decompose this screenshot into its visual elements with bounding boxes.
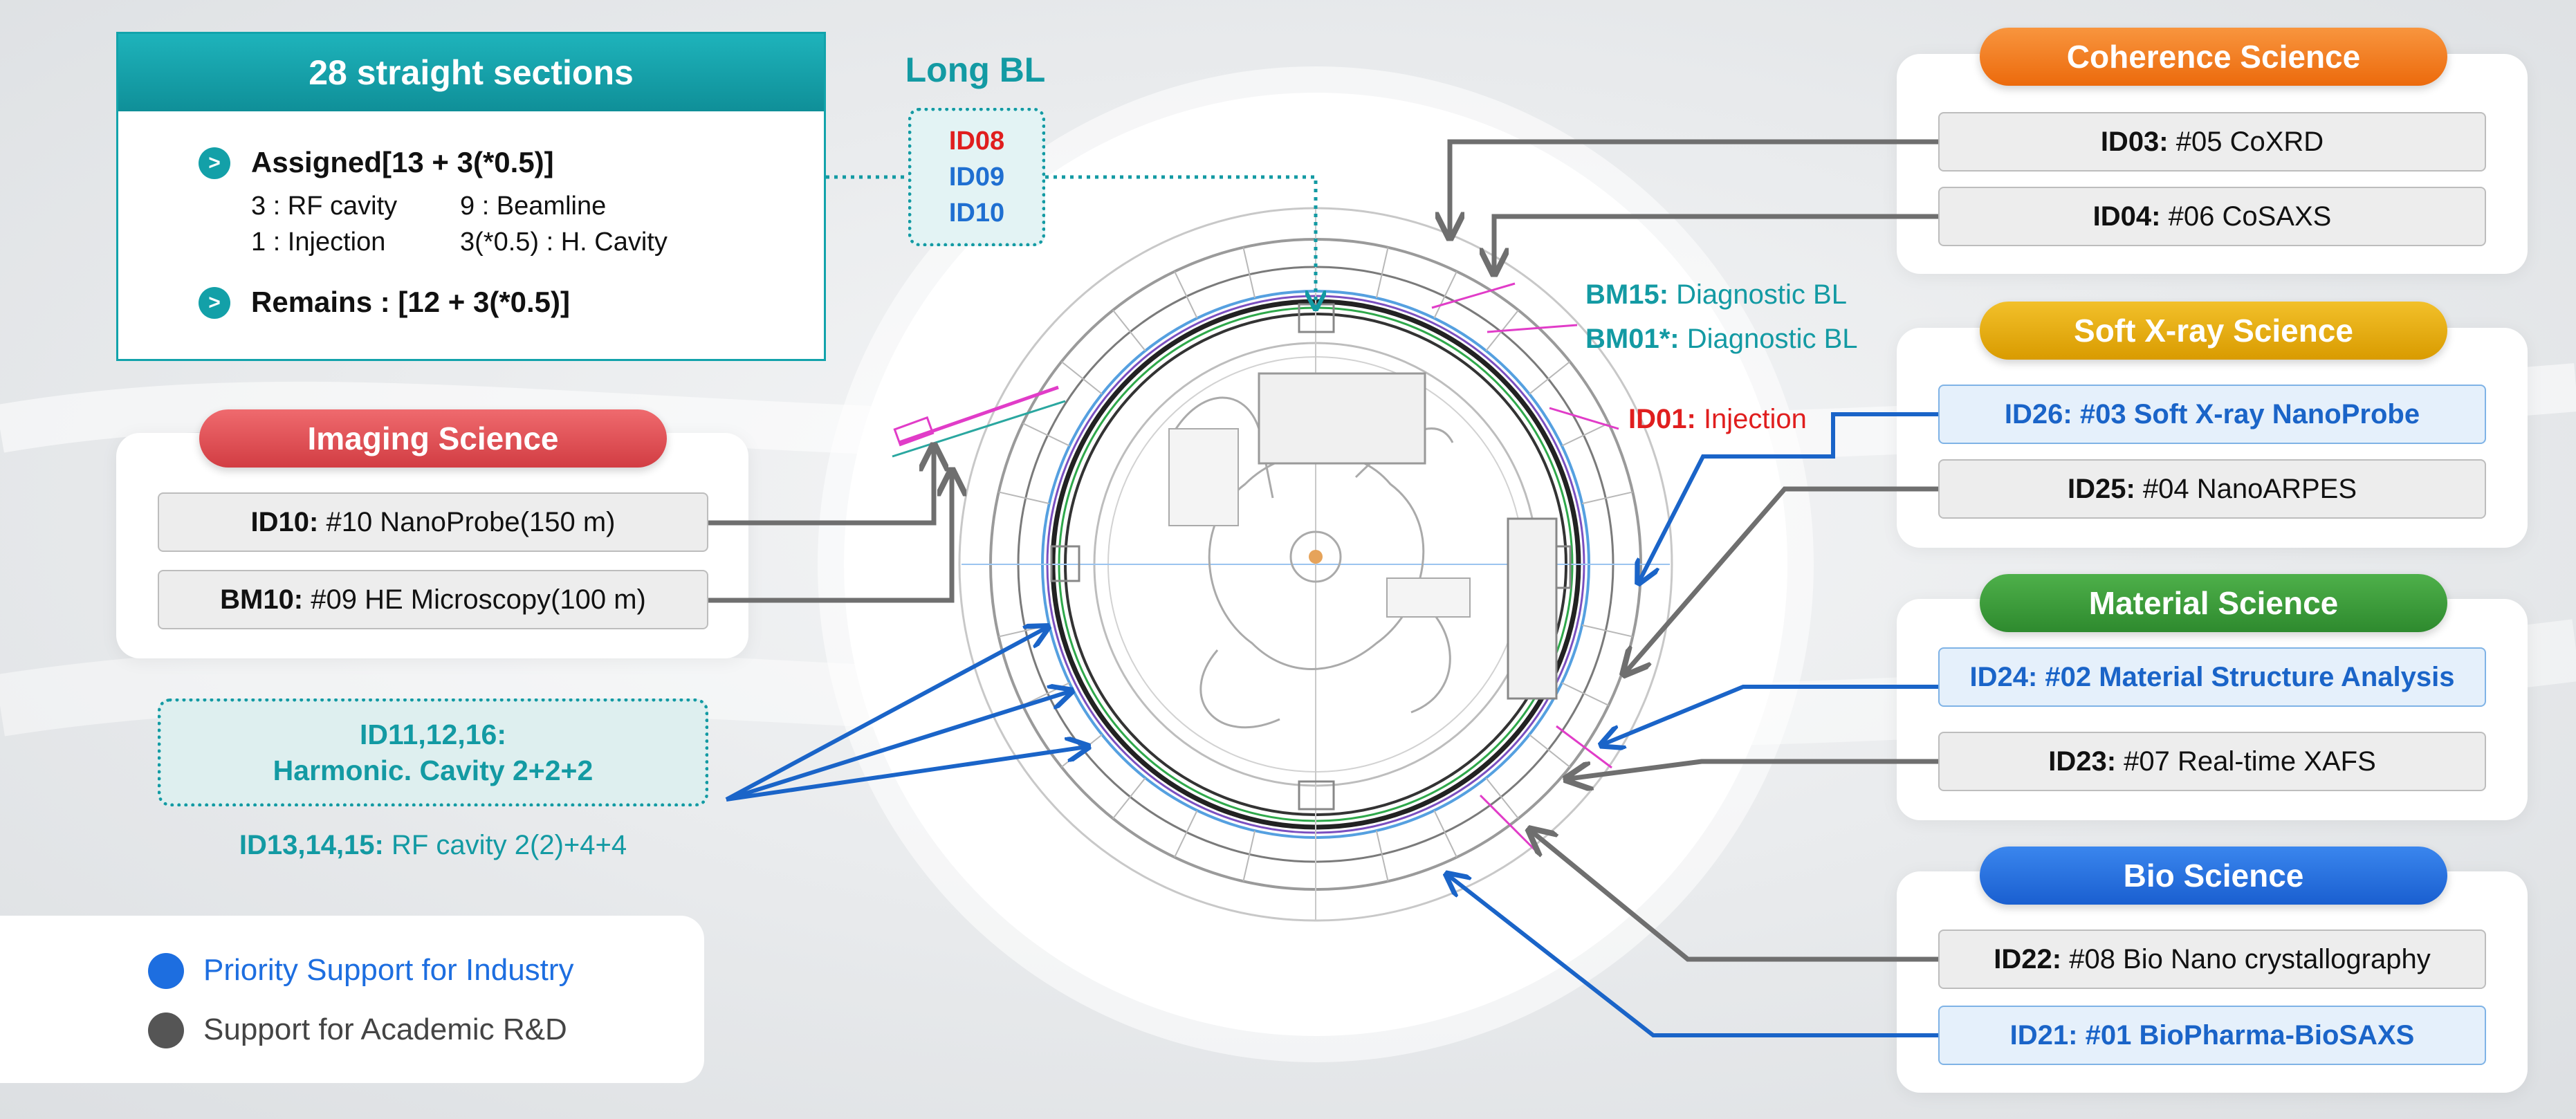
entry-text: #05 CoXRD — [2175, 126, 2324, 157]
soft-xray-entry-id25: ID25: #04 NanoARPES — [1938, 459, 2486, 519]
soft-xray-science-pill: Soft X-ray Science — [1980, 302, 2447, 360]
id01-text: Injection — [1703, 404, 1807, 434]
inner-road-south — [1199, 649, 1280, 729]
injection-line — [899, 385, 1059, 445]
linac-block — [893, 416, 935, 447]
ring-tick — [1112, 309, 1146, 351]
entry-text: #09 HE Microscopy(100 m) — [311, 584, 646, 615]
entry-code: ID10: — [250, 506, 319, 537]
entry-text: #02 Material Structure Analysis — [2045, 661, 2455, 692]
remains-heading: Remains : [12 + 3(*0.5)] — [251, 286, 571, 318]
rf-cavity-label: ID13,14,15: RF cavity 2(2)+4+4 — [158, 830, 708, 861]
chevron-right-icon: > — [199, 287, 230, 319]
ring-tick — [998, 491, 1050, 505]
beamline-cabins — [1050, 303, 1572, 811]
ring-tick — [1112, 777, 1146, 820]
rf-cavity-code: ID13,14,15: — [239, 830, 384, 860]
entry-code: ID26: — [2004, 398, 2072, 429]
ring-tick — [1375, 247, 1389, 299]
entry-text: #10 NanoProbe(150 m) — [326, 506, 616, 537]
center-plaza — [1289, 530, 1342, 583]
center-plaza-core — [1309, 550, 1323, 564]
inner-road-west — [1175, 396, 1274, 499]
imaging-science-pill: Imaging Science — [199, 409, 667, 468]
chevron-right-icon: > — [199, 147, 230, 179]
entry-code: ID03: — [2100, 126, 2169, 157]
long-bl-id09: ID09 — [948, 163, 1005, 192]
imaging-entry-id10: ID10: #10 NanoProbe(150 m) — [158, 492, 708, 552]
entry-code: ID23: — [2048, 746, 2117, 777]
entry-code: ID04: — [2092, 201, 2161, 232]
h-cavity-count: 3(*0.5) : H. Cavity — [460, 228, 668, 257]
ring-tick — [1060, 361, 1103, 395]
long-bl-id10: ID10 — [948, 198, 1005, 228]
bm15-code: BM15: — [1585, 279, 1669, 310]
ring-tick — [1485, 777, 1519, 820]
ring-tick — [1561, 682, 1609, 706]
ring-tick — [1561, 423, 1609, 447]
harmonic-cavity-box: ID11,12,16: Harmonic. Cavity 2+2+2 — [158, 699, 708, 806]
ring-tick — [1242, 830, 1256, 882]
long-bl-box: ID08 ID09 ID10 — [908, 108, 1045, 246]
bm01-code: BM01*: — [1585, 324, 1680, 354]
bio-entry-id21: ID21: #01 BioPharma-BioSAXS — [1938, 1006, 2486, 1065]
ring-tick — [1433, 271, 1457, 319]
entry-text: #08 Bio Nano crystallography — [2069, 943, 2431, 974]
harmonic-text: Harmonic. Cavity 2+2+2 — [273, 755, 594, 786]
entry-text: #04 NanoARPES — [2142, 473, 2357, 504]
long-bl-id08: ID08 — [948, 127, 1005, 156]
id01-label: ID01: Injection — [1628, 404, 1807, 435]
rf-cavity-count: 3 : RF cavity — [251, 192, 398, 221]
long-bl-title: Long BL — [905, 50, 1046, 89]
entry-text: #07 Real-time XAFS — [2124, 746, 2376, 777]
bm01-label: BM01*: Diagnostic BL — [1585, 324, 1858, 355]
academic-legend-label: Support for Academic R&D — [203, 1012, 567, 1046]
ring-tick — [1022, 423, 1070, 447]
coherence-science-pill: Coherence Science — [1980, 28, 2447, 86]
soft-xray-entry-id26: ID26: #03 Soft X-ray NanoProbe — [1938, 385, 2486, 444]
bio-science-pill: Bio Science — [1980, 847, 2447, 905]
beamline-count: 9 : Beamline — [460, 192, 607, 221]
material-entry-id24: ID24: #02 Material Structure Analysis — [1938, 647, 2486, 707]
academic-dot-icon — [148, 1012, 184, 1048]
bm15-label: BM15: Diagnostic BL — [1585, 279, 1847, 311]
priority-legend-label: Priority Support for Industry — [203, 953, 574, 987]
imaging-entry-bm10: BM10: #09 HE Microscopy(100 m) — [158, 570, 708, 629]
legend-card: Priority Support for Industry Support fo… — [0, 916, 704, 1083]
entry-text: #01 BioPharma-BioSAXS — [2085, 1019, 2415, 1051]
harmonic-ids: ID11,12,16: — [360, 719, 506, 750]
coherence-entry-id03: ID03: #05 CoXRD — [1938, 112, 2486, 172]
straight-sections-title: 28 straight sections — [118, 34, 824, 111]
rf-cavity-text: RF cavity 2(2)+4+4 — [392, 830, 627, 860]
entry-text: #06 CoSAXS — [2168, 201, 2332, 232]
entry-code: ID21: — [2009, 1019, 2078, 1051]
ring-tick — [1375, 830, 1389, 882]
lab-building-west — [1168, 428, 1239, 526]
entry-code: ID22: — [1994, 943, 2062, 974]
bm15-text: Diagnostic BL — [1676, 279, 1847, 310]
entry-text: #03 Soft X-ray NanoProbe — [2079, 398, 2420, 429]
assigned-heading: Assigned[13 + 3(*0.5)] — [251, 146, 554, 178]
bio-entry-id22: ID22: #08 Bio Nano crystallography — [1938, 930, 2486, 989]
injection-count: 1 : Injection — [251, 228, 386, 257]
straight-sections-panel: 28 straight sections > Assigned[13 + 3(*… — [116, 32, 826, 361]
ring-tick — [1529, 361, 1571, 395]
entry-code: ID24: — [1969, 661, 2038, 692]
central-building — [1258, 372, 1426, 465]
lab-building-east — [1386, 577, 1471, 618]
ring-tick — [1174, 810, 1198, 858]
bm01-text: Diagnostic BL — [1686, 324, 1858, 354]
id01-code: ID01: — [1628, 404, 1696, 434]
priority-dot-icon — [148, 953, 184, 989]
entry-code: BM10: — [220, 584, 304, 615]
coherence-entry-id04: ID04: #06 CoSAXS — [1938, 187, 2486, 246]
material-entry-id23: ID23: #07 Real-time XAFS — [1938, 732, 2486, 791]
ring-tick — [1433, 810, 1457, 858]
material-science-pill: Material Science — [1980, 574, 2447, 632]
entry-code: ID25: — [2067, 473, 2135, 504]
